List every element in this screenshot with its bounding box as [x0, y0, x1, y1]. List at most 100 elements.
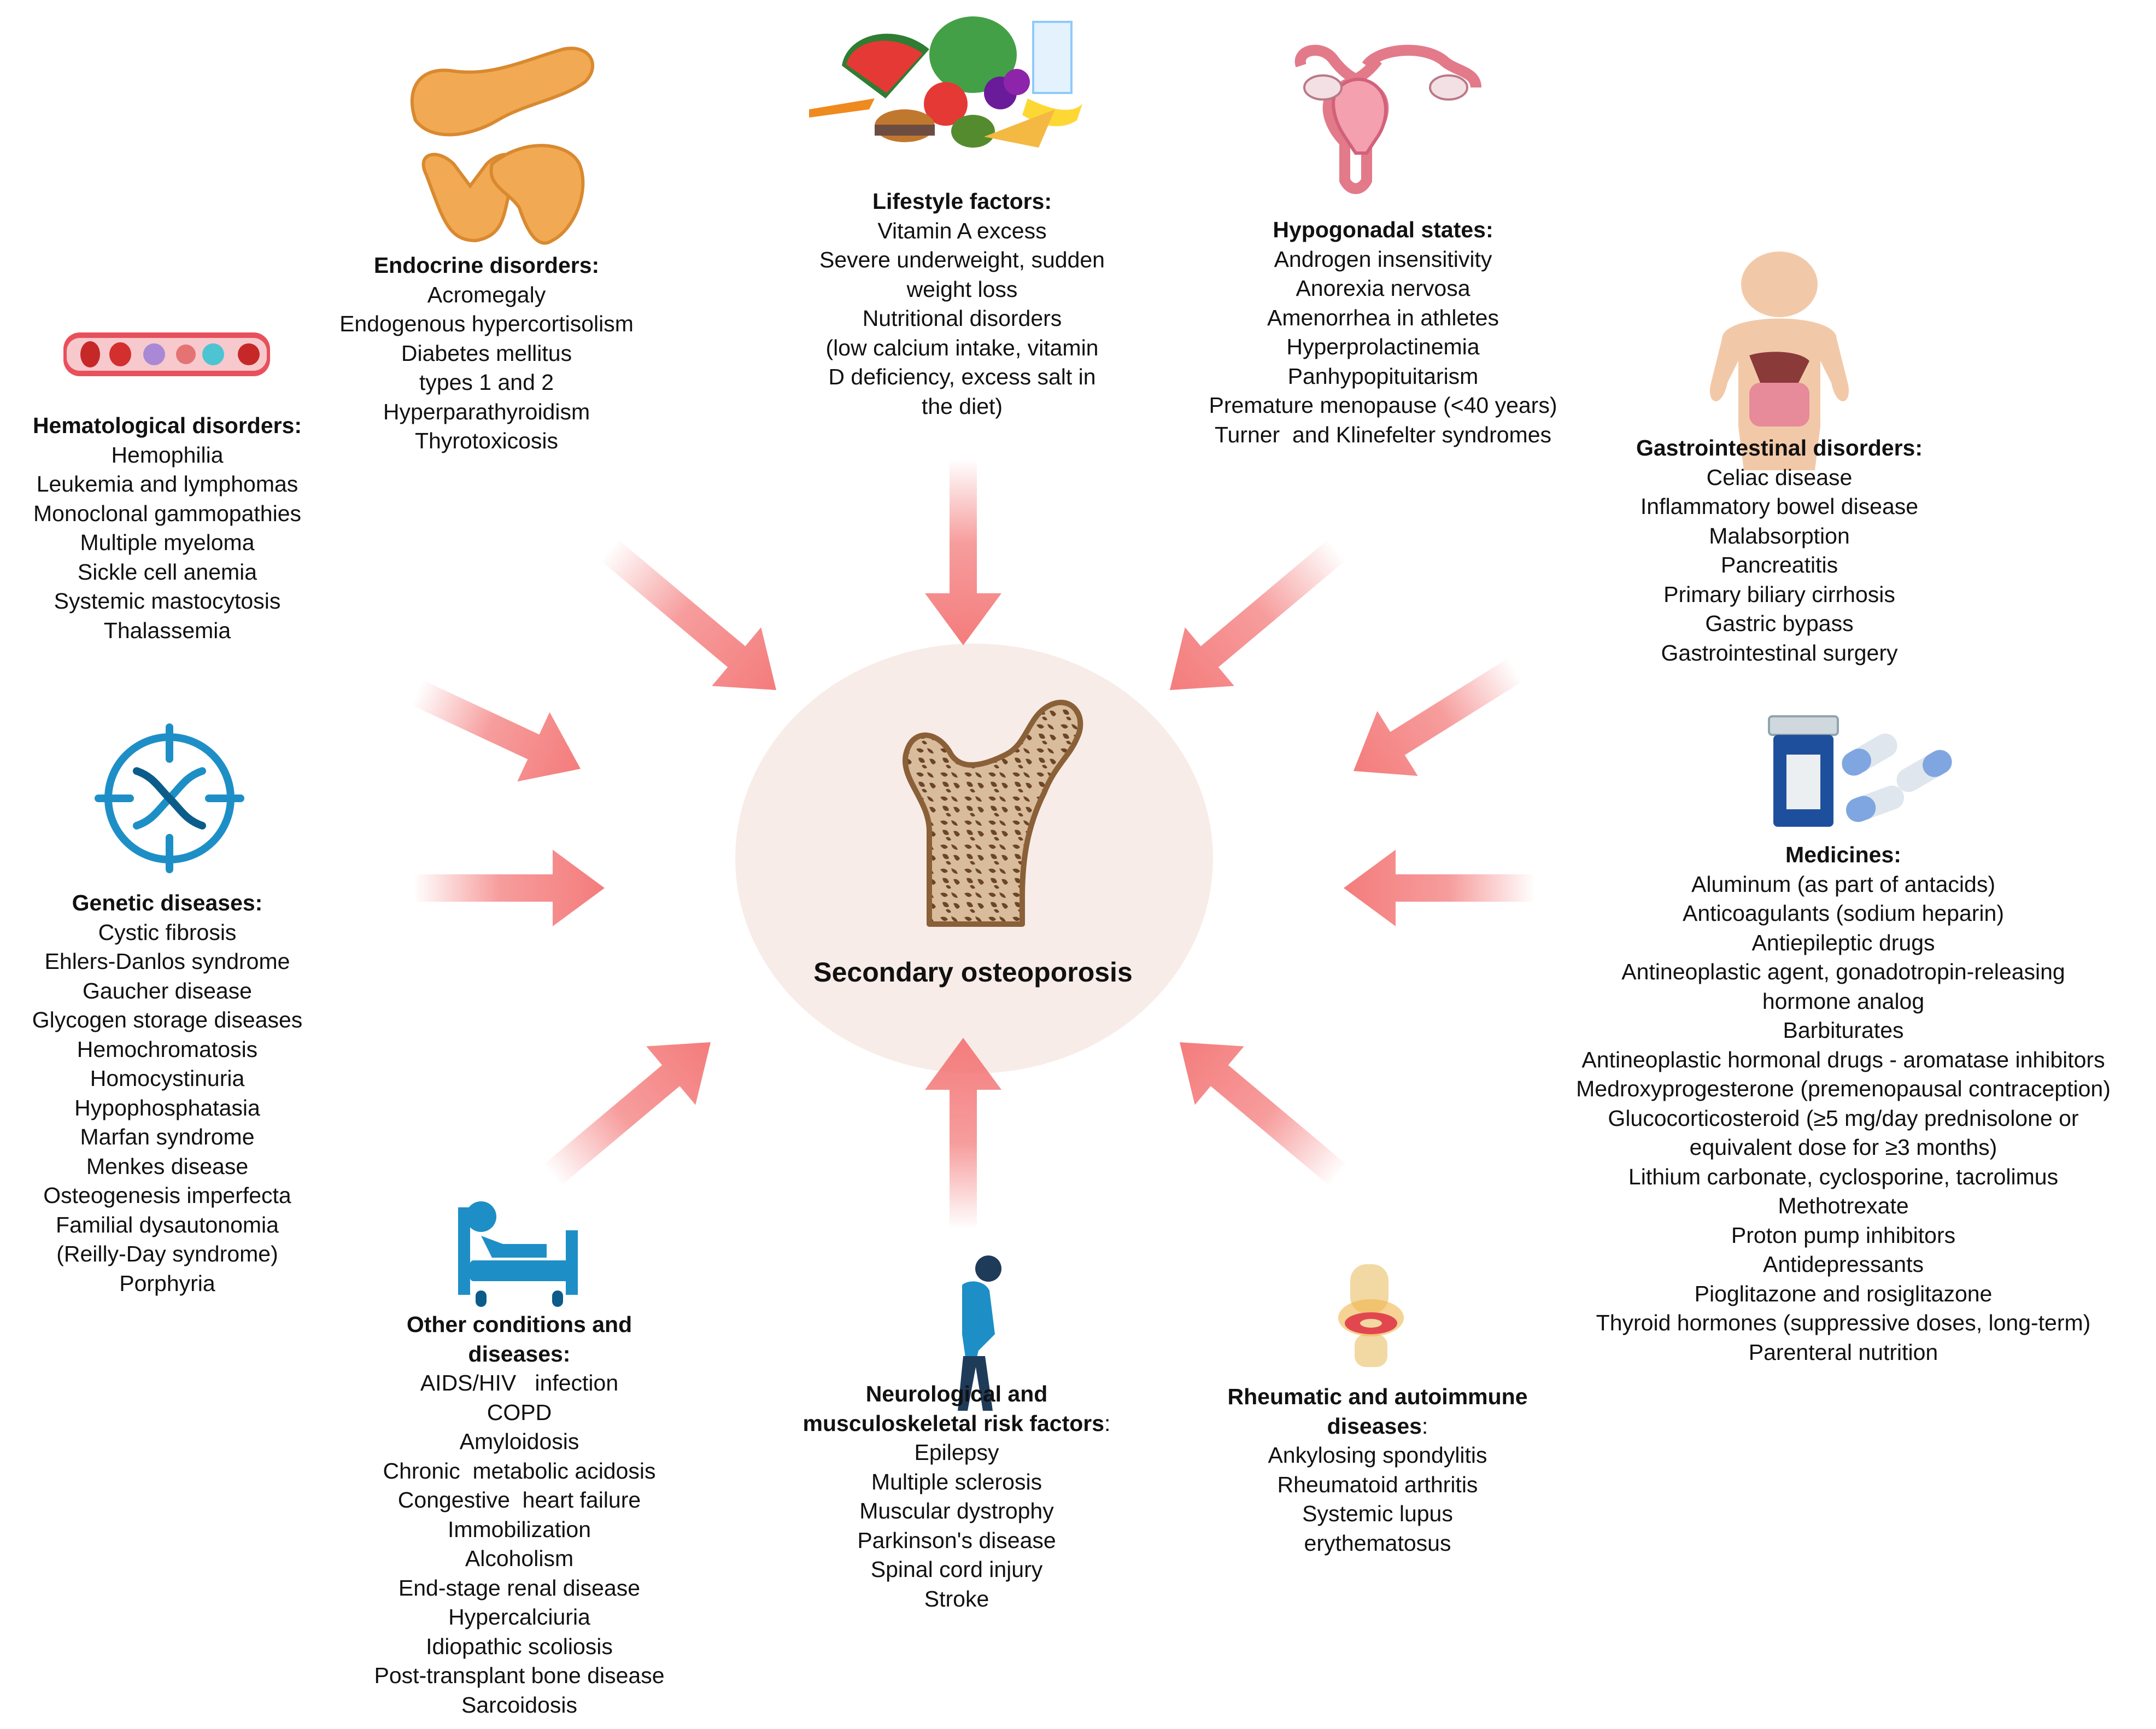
center-title: Secondary osteoporosis	[813, 957, 1133, 988]
list-item: Methotrexate	[1778, 1193, 1909, 1218]
list-item: erythematosus	[1304, 1530, 1451, 1556]
list-item: Immobilization	[447, 1516, 591, 1542]
list-item: Antineoplastic hormonal drugs - aromatas…	[1581, 1047, 2105, 1072]
list-item: Chronic metabolic acidosis	[383, 1458, 656, 1483]
knee-joint-icon	[1338, 1264, 1404, 1367]
group-title: Rheumatic and autoimmune	[1227, 1384, 1528, 1409]
list-item: Thalassemia	[103, 617, 231, 643]
list-item: End-stage renal disease	[398, 1575, 641, 1601]
list-item: Panhypopituitarism	[1287, 363, 1479, 389]
list-item: Glucocorticosteroid (≥5 mg/day prednisol…	[1608, 1105, 2079, 1131]
list-item: Antiepileptic drugs	[1751, 930, 1935, 955]
list-item: Amenorrhea in athletes	[1267, 305, 1499, 330]
arrow-from-lifestyle	[925, 459, 1001, 645]
list-item: Leukemia and lymphomas	[36, 471, 298, 496]
list-item: Diabetes mellitus	[401, 340, 572, 366]
list-item: weight loss	[906, 276, 1018, 302]
list-item: D deficiency, excess salt in	[828, 364, 1096, 389]
list-item: Monoclonal gammopathies	[33, 500, 301, 526]
group-title: Hypogonadal states:	[1273, 217, 1493, 242]
list-item: Severe underweight, sudden	[819, 247, 1105, 272]
group-rheumatic: Rheumatic and autoimmune diseases: Ankyl…	[1192, 1382, 1563, 1558]
list-item: Gastrointestinal surgery	[1661, 640, 1898, 665]
list-item: Gaucher disease	[83, 978, 252, 1003]
group-title: Hematological disorders:	[32, 413, 302, 438]
list-item: Antineoplastic agent, gonadotropin-relea…	[1621, 959, 2065, 984]
group-title: musculoskeletal risk factors:	[802, 1410, 1111, 1436]
uterus-icon	[1294, 44, 1481, 194]
list-item: Rheumatoid arthritis	[1277, 1471, 1478, 1497]
list-item: Idiopathic scoliosis	[426, 1633, 613, 1659]
group-hematological: Hematological disorders: Hemophilia Leuk…	[0, 411, 335, 645]
blood-vessel-icon	[63, 332, 270, 376]
list-item: Spinal cord injury	[870, 1557, 1043, 1582]
list-item: Parkinson's disease	[857, 1527, 1056, 1553]
list-item: COPD	[487, 1399, 552, 1425]
femur-bone-icon	[902, 699, 1083, 927]
list-item: Endogenous hypercortisolism	[339, 311, 634, 336]
list-item: Systemic lupus	[1302, 1501, 1453, 1526]
group-lifestyle: Lifestyle factors: Vitamin A excess Seve…	[787, 187, 1137, 421]
list-item: Epilepsy	[914, 1440, 999, 1465]
pancreas-thyroid-icon	[410, 46, 595, 245]
arrow-from-hypogonadal	[1170, 539, 1346, 690]
arrow-from-genetic	[413, 850, 605, 926]
arrows-group	[411, 459, 1535, 1229]
group-title: Genetic diseases:	[72, 890, 263, 915]
group-title: Gastrointestinal disorders:	[1636, 435, 1923, 460]
list-item: Malabsorption	[1709, 523, 1850, 548]
list-item: Lithium carbonate, cyclosporine, tacroli…	[1628, 1164, 2059, 1189]
arrow-from-medicines	[1344, 850, 1535, 926]
list-item: Systemic mastocytosis	[54, 588, 281, 614]
group-gastrointestinal: Gastrointestinal disorders: Celiac disea…	[1588, 434, 1971, 668]
list-item: Marfan syndrome	[80, 1124, 255, 1149]
list-item: Parenteral nutrition	[1748, 1339, 1938, 1365]
group-title: diseases:	[1327, 1413, 1428, 1439]
list-item: Acromegaly	[427, 282, 546, 307]
list-item: Alcoholism	[465, 1546, 574, 1571]
list-item: Ehlers-Danlos syndrome	[44, 949, 290, 974]
list-item: Osteogenesis imperfecta	[43, 1183, 291, 1208]
list-item: Gastric bypass	[1705, 611, 1854, 636]
list-item: hormone analog	[1762, 988, 1925, 1014]
list-item: Anorexia nervosa	[1296, 276, 1470, 301]
group-hypogonadal: Hypogonadal states: Androgen insensitivi…	[1175, 215, 1591, 449]
list-item: Vitamin A excess	[877, 218, 1047, 243]
list-item: Menkes disease	[86, 1153, 249, 1179]
list-item: Multiple myeloma	[80, 530, 255, 555]
list-item: types 1 and 2	[419, 370, 554, 395]
list-item: Thyroid hormones (suppressive doses, lon…	[1596, 1310, 2091, 1335]
list-item: AIDS/HIV infection	[420, 1370, 619, 1395]
list-item: Homocystinuria	[90, 1066, 245, 1091]
list-item: Turner and Klinefelter syndromes	[1214, 422, 1552, 447]
list-item: Proton pump inhibitors	[1731, 1222, 1956, 1248]
list-item: (low calcium intake, vitamin	[825, 335, 1099, 360]
list-item: Hyperparathyroidism	[383, 399, 590, 424]
arrow-from-neurological	[925, 1038, 1001, 1229]
group-title: diseases:	[468, 1341, 571, 1366]
list-item: Hypercalciuria	[448, 1604, 590, 1629]
list-item: Thyrotoxicosis	[414, 428, 558, 453]
list-item: Multiple sclerosis	[871, 1469, 1042, 1494]
list-item: Aluminum (as part of antacids)	[1691, 871, 1995, 897]
digestive-system-icon	[1709, 252, 1849, 470]
list-item: Ankylosing spondylitis	[1268, 1442, 1487, 1468]
group-neurological: Neurological and musculoskeletal risk fa…	[754, 1380, 1159, 1614]
list-item: Glycogen storage diseases	[32, 1007, 303, 1032]
list-item: equivalent dose for ≥3 months)	[1689, 1135, 1997, 1160]
list-item: Medroxyprogesterone (premenopausal contr…	[1576, 1076, 2111, 1101]
list-item: Androgen insensitivity	[1274, 246, 1492, 272]
list-item: Pancreatitis	[1720, 552, 1838, 577]
list-item: (Reilly-Day syndrome)	[56, 1241, 278, 1266]
group-title: Medicines:	[1785, 842, 1901, 867]
list-item: Porphyria	[119, 1270, 215, 1296]
list-item: Hypophosphatasia	[74, 1095, 260, 1120]
list-item: Pioglitazone and rosiglitazone	[1694, 1281, 1993, 1306]
list-item: Primary biliary cirrhosis	[1663, 581, 1895, 607]
list-item: Cystic fibrosis	[98, 919, 237, 945]
list-item: Hyperprolactinemia	[1286, 334, 1480, 359]
arrow-from-other	[542, 1042, 711, 1187]
list-item: the diet)	[921, 393, 1003, 419]
stooped-person-icon	[958, 1255, 1001, 1411]
